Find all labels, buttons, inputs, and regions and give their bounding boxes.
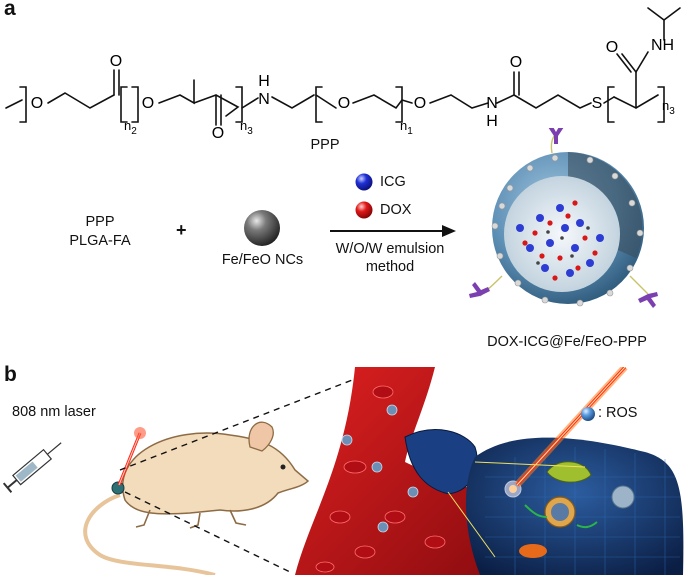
ros-sphere-icon bbox=[581, 407, 595, 421]
legend-dox: DOX bbox=[380, 202, 412, 218]
reaction-arrow bbox=[330, 225, 456, 237]
reactant-ppp: PPP bbox=[85, 214, 115, 230]
laser-label: 808 nm laser bbox=[12, 404, 96, 420]
atom-h: H bbox=[258, 73, 270, 90]
panel-b-letter: b bbox=[4, 363, 17, 386]
atom-n: N bbox=[486, 95, 498, 112]
atom-o: O bbox=[606, 39, 618, 56]
subscript-n2: n2 bbox=[124, 118, 137, 137]
mouse-illustration bbox=[83, 421, 310, 575]
subscript-n1: n1 bbox=[400, 118, 413, 137]
atom-o: O bbox=[142, 95, 154, 112]
atom-h: H bbox=[486, 113, 498, 130]
atom-o: O bbox=[414, 95, 426, 112]
nanoparticle-illustration bbox=[469, 128, 658, 308]
reactant-plga-fa: PLGA-FA bbox=[69, 233, 131, 249]
reactant-ppp-plga: PPP PLGA-FA bbox=[60, 213, 140, 251]
atom-o: O bbox=[212, 125, 224, 140]
atom-nh: NH bbox=[651, 37, 674, 54]
atom-o: O bbox=[110, 53, 122, 70]
atom-n: N bbox=[258, 91, 270, 108]
atom-o: O bbox=[510, 54, 522, 71]
polymer-name: PPP bbox=[310, 137, 340, 153]
atom-o: O bbox=[338, 95, 350, 112]
syringe-icon bbox=[2, 442, 62, 493]
fe-nanocube-sphere bbox=[244, 210, 280, 246]
ppp-chemical-structure: O O O O H N O O N H O S O NH n2 n3 n1 n3 bbox=[5, 7, 681, 140]
atom-o: O bbox=[31, 95, 43, 112]
plus-sign: + bbox=[176, 220, 187, 240]
product-label: DOX-ICG@Fe/FeO-PPP bbox=[487, 334, 647, 350]
dox-sphere-icon bbox=[355, 201, 373, 219]
subscript-n3: n3 bbox=[662, 98, 675, 117]
zoom-lines bbox=[119, 369, 379, 573]
reactant-fe-feo: Fe/FeO NCs bbox=[221, 252, 304, 268]
legend-icg: ICG bbox=[380, 174, 406, 190]
icg-sphere-icon bbox=[355, 173, 373, 191]
subscript-n3: n3 bbox=[240, 118, 253, 137]
vessel-and-cell-illustration bbox=[295, 367, 684, 575]
ros-label: : ROS bbox=[598, 405, 638, 421]
method-label: W/O/W emulsion method bbox=[335, 241, 445, 275]
atom-s: S bbox=[592, 95, 603, 112]
panel-a-letter: a bbox=[4, 0, 16, 20]
